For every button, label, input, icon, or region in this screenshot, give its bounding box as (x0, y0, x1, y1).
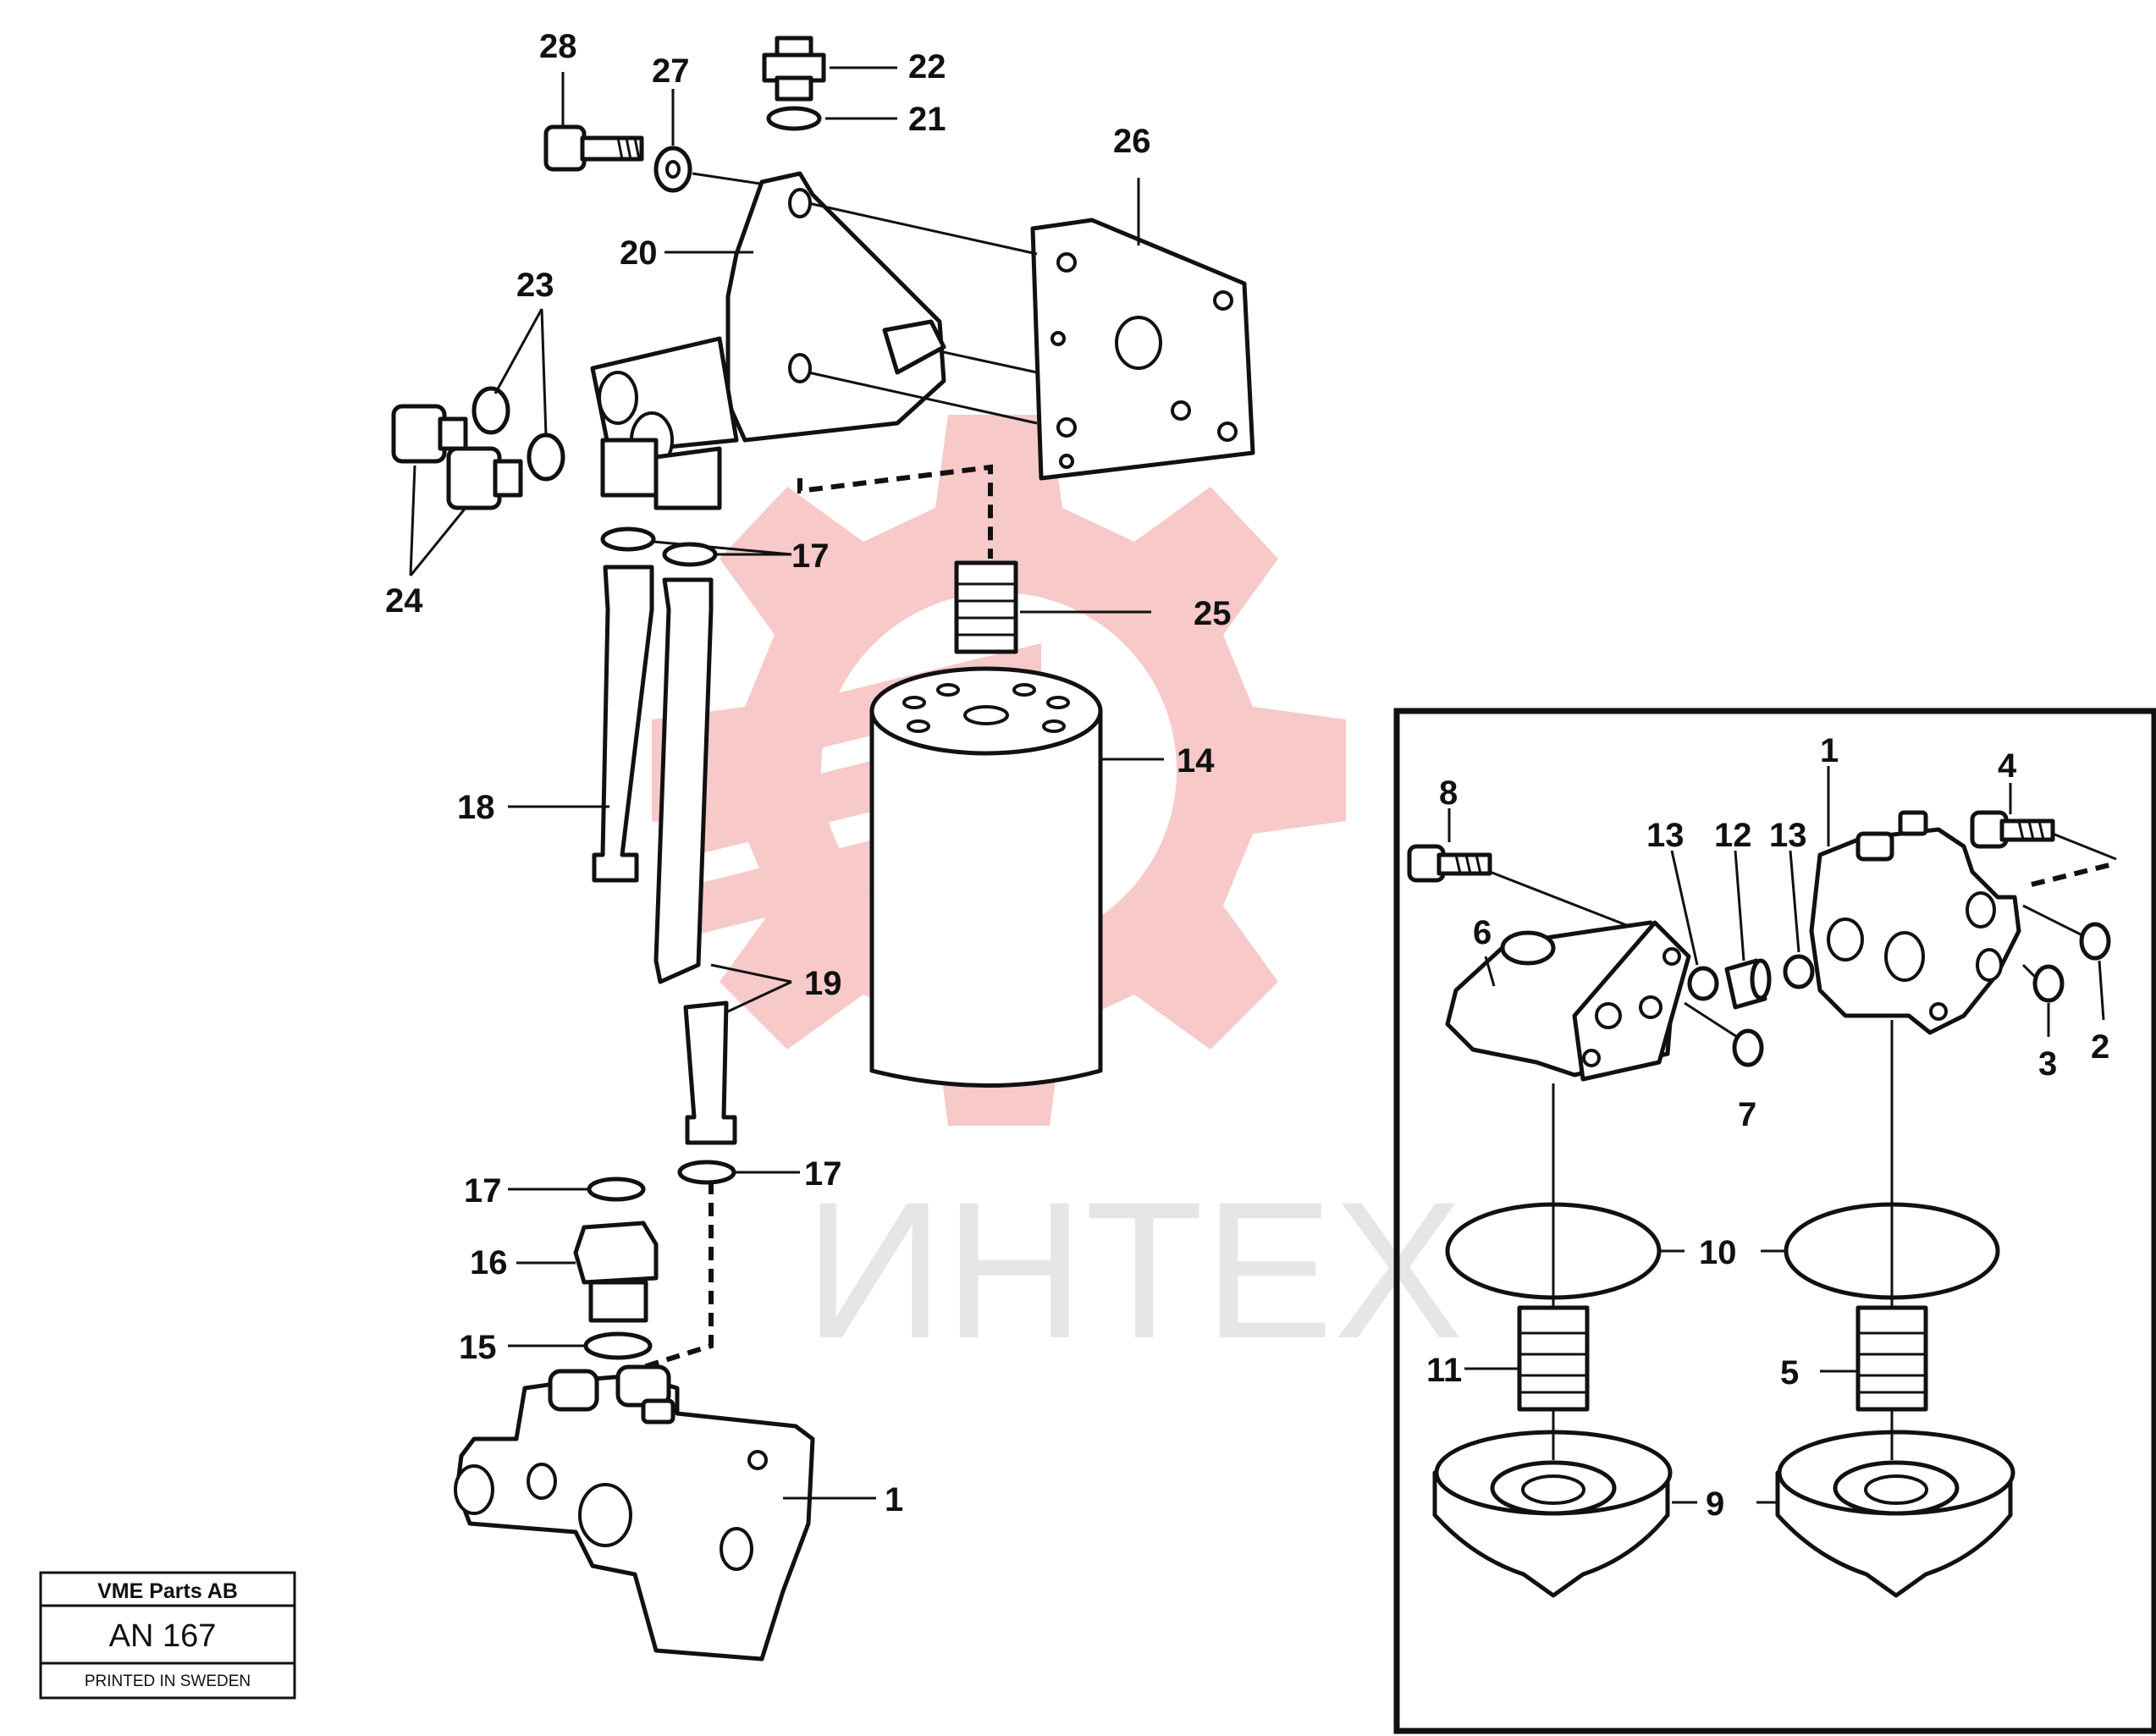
inset-part-9-bowl-b (1775, 1430, 2015, 1598)
callout-1: 1 (885, 1481, 903, 1518)
inset-callout-1: 1 (1820, 732, 1839, 769)
stamp-note: PRINTED IN SWEDEN (85, 1673, 251, 1690)
inset-part-5-nipple (1855, 1305, 1928, 1412)
part-14-filter-cartridge (869, 666, 1103, 1088)
callout-26: 26 (1113, 123, 1151, 160)
callout-17-right: 17 (804, 1155, 842, 1193)
inset-part-7-washer (1732, 1028, 1764, 1067)
callout-14: 14 (1177, 742, 1215, 780)
inset-part-2-washer (2079, 922, 2111, 961)
inset-frame (1393, 708, 2156, 1734)
inset-callout-11: 11 (1426, 1352, 1462, 1389)
callout-25: 25 (1194, 595, 1232, 632)
part-15-washer (583, 1331, 653, 1360)
stamp-company: VME Parts AB (97, 1579, 238, 1603)
part-24-plugs (391, 404, 523, 510)
inset-part-12-sleeve (1724, 958, 1772, 1010)
part-17-lower-washers (587, 1160, 736, 1202)
inset-callout-10: 10 (1699, 1234, 1737, 1271)
part-20-filter-head (590, 171, 946, 510)
inset-callout-3: 3 (2038, 1045, 2057, 1083)
inset-callout-12: 12 (1714, 817, 1752, 854)
part-28-bolt (543, 124, 644, 172)
publisher-stamp: VME Parts AB AN 167 PRINTED IN SWEDEN (39, 1571, 296, 1700)
part-16-union (573, 1221, 659, 1323)
inset-callout-8: 8 (1439, 774, 1458, 812)
inset-callout-2: 2 (2091, 1028, 2109, 1066)
inset-part-8-bolt (1407, 844, 1492, 883)
callout-16: 16 (470, 1244, 508, 1281)
part-26-mounting-plate (1030, 218, 1255, 481)
callout-23: 23 (516, 267, 554, 304)
inset-callout-6: 6 (1473, 914, 1492, 951)
inset-part-13-oring-a (1687, 966, 1719, 1001)
callout-18: 18 (457, 789, 495, 826)
callout-24: 24 (385, 582, 423, 620)
inset-callout-5: 5 (1780, 1354, 1799, 1392)
callout-15: 15 (459, 1329, 497, 1366)
callout-27: 27 (652, 52, 690, 90)
inset-part-4-bolt (1970, 810, 2055, 849)
callout-22: 22 (908, 48, 946, 85)
inset-part-6-cover (1445, 920, 1691, 1082)
inset-callout-13-left: 13 (1646, 817, 1685, 854)
callout-20: 20 (620, 234, 658, 272)
part-22-nipple (762, 36, 826, 102)
part-21-washer (766, 106, 822, 131)
part-23-washers (471, 386, 565, 482)
inset-part-9-bowl-a (1432, 1430, 1673, 1598)
part-27-washer (653, 146, 692, 193)
callout-19: 19 (804, 965, 842, 1002)
inset-callout-13-right: 13 (1769, 817, 1807, 854)
inset-part-11-nipple (1517, 1305, 1590, 1412)
inset-callout-9: 9 (1706, 1485, 1724, 1523)
part-18-pipe (592, 565, 654, 883)
callout-21: 21 (908, 101, 946, 138)
inset-part-1-housing (1809, 810, 2021, 1035)
part-25-nipple (954, 560, 1018, 654)
part-1-filter-housing (454, 1364, 815, 1662)
inset-part-3-washer (2032, 964, 2065, 1003)
callout-17-left: 17 (464, 1172, 502, 1210)
callout-28: 28 (539, 28, 577, 65)
part-19-pipe (653, 577, 737, 1145)
callout-17-upper: 17 (791, 537, 830, 575)
stamp-code: AN 167 (109, 1618, 217, 1654)
inset-callout-4: 4 (1998, 747, 2017, 785)
watermark-gear-icon (652, 415, 1346, 1126)
inset-callout-7: 7 (1738, 1096, 1756, 1133)
inset-part-13-oring-b (1783, 954, 1815, 989)
callouts: 28 27 22 21 26 20 23 24 17 25 14 18 19 1… (385, 28, 2109, 1523)
watermark-text: ИНТЕХ (804, 1161, 1464, 1379)
